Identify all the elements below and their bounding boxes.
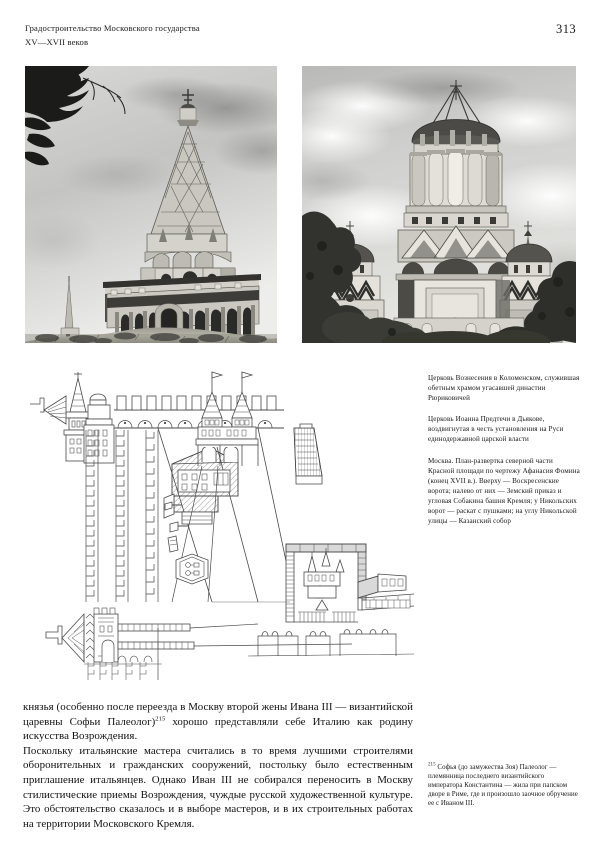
drawing-red-square-plan-panorama: [22, 366, 414, 688]
running-head-line-1: Градостроительство Московского государст…: [25, 23, 200, 33]
footnote-column: 215 Софья (до замужества Зоя) Палеолог —…: [428, 762, 580, 809]
photo-church-ascension-kolomenskoye: [25, 66, 277, 343]
footnote-marker: 215: [428, 762, 436, 768]
body-paragraph-1-continued: хорошо представляли себе Италию как роди…: [23, 715, 413, 743]
caption-red-square-plan: Москва. План-развертка северной части Кр…: [428, 456, 580, 526]
photo-church-john-baptist-dyakovo: [302, 66, 576, 343]
footnote-text: Софья (до замужества Зоя) Палеолог — пле…: [428, 764, 578, 807]
running-head-line-2: XV—XVII веков: [25, 36, 89, 47]
caption-column: Церковь Вознесения в Коломенском, служив…: [428, 373, 580, 526]
body-paragraph-1: князья (особенно после переезда в Москву…: [23, 700, 413, 744]
photo-dyakovo-artwork: [302, 66, 576, 343]
page-number: 313: [556, 22, 576, 36]
running-head: Градостроительство Московского государст…: [25, 22, 355, 49]
footnote-reference-215: 215: [155, 714, 166, 722]
caption-dyakovo: Церковь Иоанна Предтечи в Дьякове, воздв…: [428, 415, 564, 444]
footnote-215: 215 Софья (до замужества Зоя) Палеолог —…: [428, 762, 580, 809]
caption-kolomenskoye: Церковь Вознесения в Коломенском, служив…: [428, 374, 580, 403]
body-text-column: князья (особенно после переезда в Москву…: [23, 700, 413, 831]
photo-kolomenskoye-artwork: [25, 66, 277, 343]
body-paragraph-2: Поскольку итальянские мастера считались …: [23, 744, 413, 830]
red-square-drawing-artwork: [22, 366, 414, 688]
body-paragraph-1-text: князья (особенно после переезда в Москву…: [23, 701, 413, 728]
